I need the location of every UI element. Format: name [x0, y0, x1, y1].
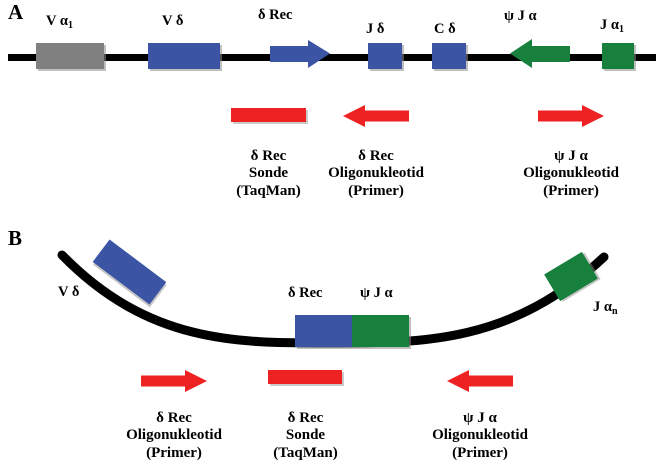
oligo-caption-psi-j-alpha-primer: ψ J α Oligonukleotid (Primer) [498, 148, 644, 200]
panel-a-dna-backbone [8, 54, 656, 61]
oligo-caption-b-delta-rec-sonde: δ Rec Sonde (TaqMan) [243, 410, 368, 462]
gene-label-text: ψ J α [504, 8, 537, 24]
oligo-caption-b-psi-j-alpha-primer: ψ J α Oligonukleotid (Primer) [407, 410, 553, 462]
gene-label-text: J α [600, 17, 619, 33]
gene-box-j-alpha1 [602, 43, 634, 69]
oligo-caption-delta-rec-primer: δ Rec Oligonukleotid (Primer) [303, 148, 449, 200]
gene-label-subscript: 1 [618, 24, 624, 35]
gene-label-text: δ Rec [258, 7, 293, 23]
gene-box-b-psi-j-alpha [352, 315, 409, 347]
probe-bar-b-delta-rec-sonde [268, 370, 342, 384]
gene-label-text: V α [46, 13, 68, 29]
gene-label-v-delta: V δ [162, 14, 183, 29]
gene-box-b-delta-rec [295, 315, 352, 347]
gene-label-b-j-alpha-n: J αn [593, 299, 618, 317]
gene-label-text: ψ J α [360, 285, 393, 301]
gene-box-v-delta [148, 43, 220, 69]
primer-arrow-psi-j-alpha-right [538, 105, 604, 127]
panel-b-letter: B [8, 226, 23, 250]
caption-line-1: δ Rec [250, 148, 287, 164]
gene-box-v-alpha1 [36, 43, 104, 69]
gene-label-v-alpha1: V α1 [46, 13, 73, 31]
caption-line-2: Oligonukleotid [126, 427, 222, 444]
probe-bar-delta-rec-sonde [231, 108, 306, 122]
primer-arrow-delta-rec-left [343, 105, 409, 127]
caption-line-2: Sonde [248, 165, 289, 182]
gene-box-c-delta [432, 43, 466, 69]
caption-line-1: δ Rec [287, 410, 324, 426]
caption-line-3: (Primer) [146, 444, 202, 461]
caption-line-1: δ Rec [358, 148, 394, 164]
gene-label-text: J α [593, 299, 612, 315]
primer-arrow-b-delta-rec-right [141, 370, 207, 392]
gene-label-subscript: 1 [67, 20, 73, 31]
gene-label-text: C δ [434, 21, 456, 37]
gene-label-c-delta: C δ [434, 22, 456, 37]
gene-label-subscript: n [611, 306, 618, 317]
caption-line-1: ψ J α [554, 148, 588, 164]
gene-label-delta-rec: δ Rec [258, 8, 293, 23]
caption-line-2: Sonde [285, 427, 326, 444]
gene-label-j-delta: J δ [366, 22, 384, 37]
caption-line-1: δ Rec [156, 410, 192, 426]
gene-arrow-psi-j-alpha [510, 39, 570, 68]
caption-line-3: (Primer) [543, 182, 599, 199]
gene-label-text: J δ [366, 21, 385, 37]
gene-label-psi-j-alpha: ψ J α [504, 9, 537, 24]
gene-box-j-delta [368, 43, 402, 69]
gene-label-b-delta-rec: δ Rec [288, 286, 323, 301]
oligo-caption-delta-rec-sonde: δ Rec Sonde (TaqMan) [206, 148, 331, 200]
gene-label-text: V δ [162, 13, 184, 29]
caption-line-1: ψ J α [463, 410, 497, 426]
gene-label-b-v-delta: V δ [58, 285, 79, 300]
caption-line-3: (TaqMan) [273, 444, 338, 461]
caption-line-3: (Primer) [348, 182, 404, 199]
gene-arrow-delta-rec [270, 40, 330, 68]
caption-line-3: (Primer) [452, 444, 508, 461]
panel-a-letter: A [8, 0, 24, 24]
gene-label-b-psi-j-alpha: ψ J α [360, 286, 393, 301]
caption-line-3: (TaqMan) [236, 182, 301, 199]
caption-line-2: Oligonukleotid [328, 165, 424, 182]
gene-label-text: δ Rec [288, 285, 323, 301]
gene-label-text: V δ [58, 284, 80, 300]
gene-label-j-alpha1: J α1 [600, 17, 624, 35]
primer-arrow-b-psi-j-alpha-left [447, 370, 513, 392]
caption-line-2: Oligonukleotid [432, 427, 528, 444]
oligo-caption-b-delta-rec-primer: δ Rec Oligonukleotid (Primer) [101, 410, 247, 462]
caption-line-2: Oligonukleotid [523, 165, 619, 182]
